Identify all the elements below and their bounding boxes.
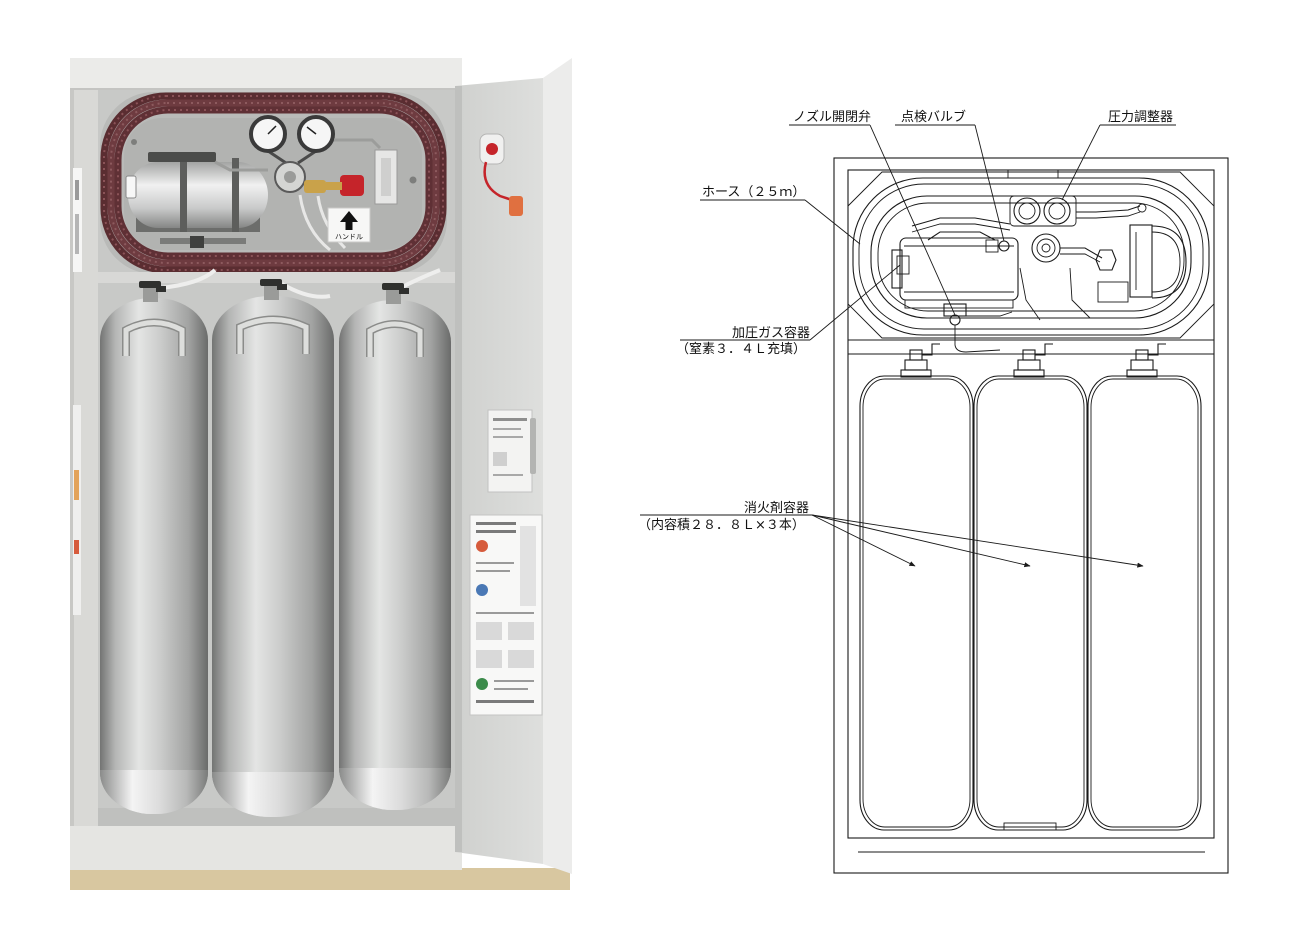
agent-cylinder-2 [212, 279, 334, 817]
callout-gas-container: 加圧ガス容器 （窒素３．４Ｌ充填） [676, 264, 901, 357]
label-agent-container-note: （内容積２８．８Ｌ×３本） [638, 517, 805, 533]
left-door-edge [70, 90, 98, 830]
cabinet-outline [833, 157, 1229, 874]
orange-tag [509, 196, 523, 216]
cabinet-inner-outline [847, 169, 1215, 839]
nozzle-valve-drawing [943, 303, 1013, 353]
up-arrow-icon [340, 211, 358, 230]
callout-pressure-regulator: 圧力調整器 [1061, 110, 1176, 201]
door-sticker [73, 405, 81, 615]
agent-cylinder-3 [339, 283, 451, 810]
open-door [455, 58, 572, 874]
label-inspection-valve: 点検バルブ [901, 109, 966, 125]
label-hose: ホース（２５ｍ） [702, 185, 805, 200]
shelf [98, 272, 455, 283]
label-gas-container: 加圧ガス容器 [732, 325, 810, 341]
cabinet-drawing: ノズル開閉弁 点検バルブ 圧力調整器 ホース（２５ｍ） 加圧ガス容器 （窒素３．… [638, 109, 1229, 874]
cabinet-photo: ハンドル [70, 58, 572, 890]
cabinet-base [70, 826, 462, 870]
gauge-drawing [1043, 197, 1071, 225]
regulator-drawing [911, 195, 1187, 321]
door-instruction-label [469, 514, 543, 716]
label-agent-container: 消火剤容器 [744, 500, 809, 516]
agent-cylinder-drawing-3 [1087, 343, 1202, 831]
agent-cylinder-1 [100, 281, 208, 814]
pallet [70, 868, 570, 890]
agent-cylinder-drawing-1 [859, 343, 974, 831]
top-compartment: ハンドル [100, 92, 447, 274]
callout-hose: ホース（２５ｍ） [700, 185, 861, 245]
hose-coil [100, 92, 447, 274]
callout-agent-container: 消火剤容器 （内容積２８．８Ｌ×３本） [638, 500, 1144, 568]
cabinet-top-frame [70, 58, 462, 90]
label-pressure-regulator: 圧力調整器 [1108, 110, 1173, 125]
callout-inspection-valve: 点検バルブ [895, 109, 1005, 242]
pressure-regulator [214, 115, 382, 193]
door-info-plate [487, 409, 533, 493]
hose-drawing [847, 169, 1215, 339]
red-valve-icon [340, 175, 364, 196]
label-gas-container-note: （窒素３．４Ｌ充填） [676, 341, 806, 357]
label-nozzle-valve: ノズル開閉弁 [793, 109, 871, 125]
nitrogen-gas-cylinder [125, 152, 268, 248]
handle-label-plate: ハンドル [327, 207, 371, 243]
agent-cylinder-drawing-2 [973, 343, 1088, 831]
gas-container-drawing [891, 237, 1019, 309]
callout-nozzle-valve: ノズル開閉弁 [789, 109, 956, 316]
gauge-drawing [1013, 197, 1041, 225]
door-alarm-device [479, 133, 523, 216]
handle-label: ハンドル [335, 233, 363, 241]
